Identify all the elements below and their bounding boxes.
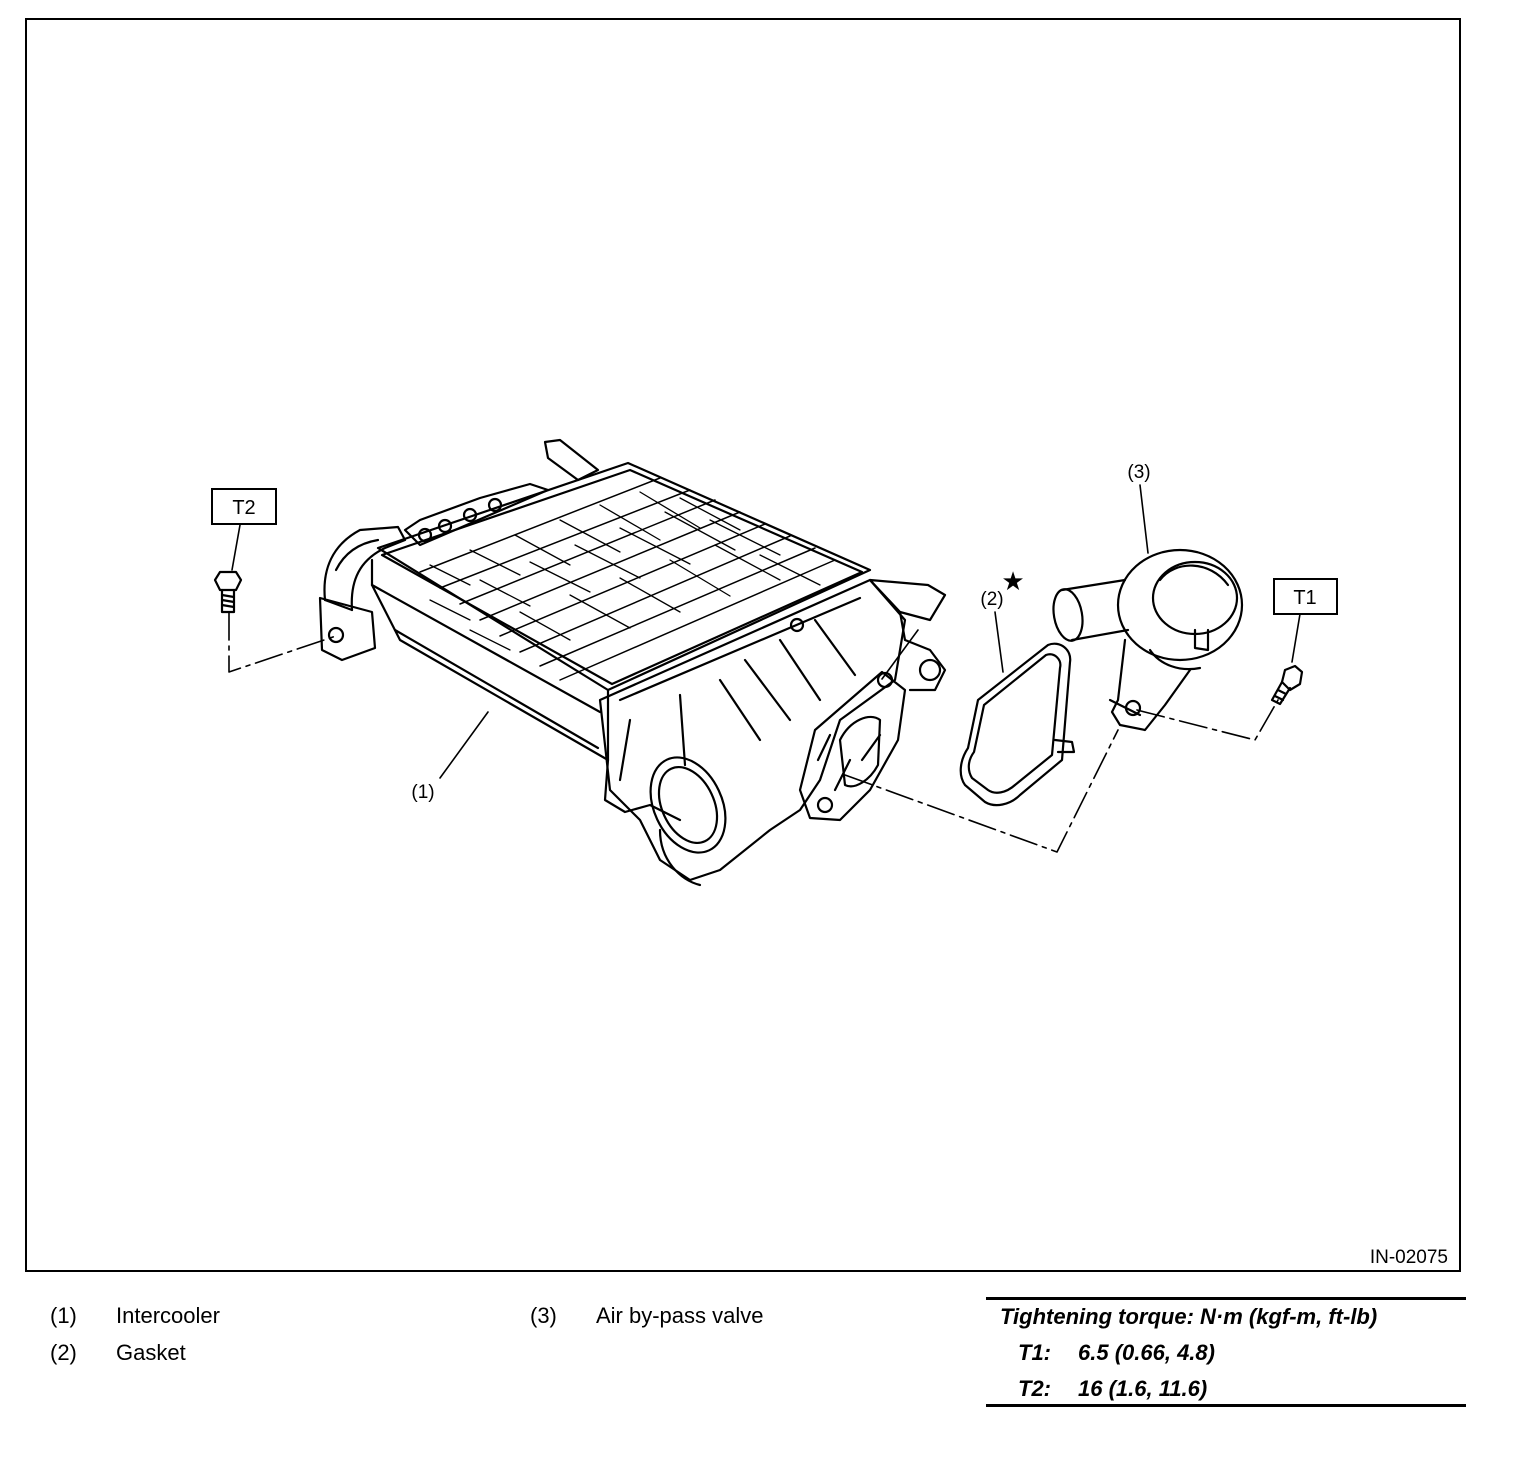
bypass-valve-callout: (3) — [1127, 462, 1150, 483]
figure-frame — [25, 18, 1461, 1272]
legend-num: (3) — [530, 1303, 557, 1328]
legend-item-2: (2) Gasket — [50, 1340, 186, 1366]
torque-row-label: T2: — [1018, 1376, 1051, 1401]
torque-row-t1: T1: 6.5 (0.66, 4.8) — [1018, 1340, 1215, 1366]
torque-row-value: 16 (1.6, 11.6) — [1078, 1376, 1208, 1401]
t1-label-box — [1273, 578, 1338, 615]
star-symbol: ★ — [1001, 566, 1024, 596]
intercooler-callout: (1) — [411, 782, 434, 803]
bolt-t1 — [1270, 664, 1304, 706]
t1-callout: T1 — [1293, 587, 1316, 609]
gasket — [959, 642, 1076, 807]
air-bypass-valve — [1052, 548, 1244, 732]
legend-num: (1) — [50, 1303, 77, 1328]
legend-label: Gasket — [116, 1340, 186, 1365]
torque-title: Tightening torque: N·m (kgf-m, ft-lb) — [1000, 1304, 1378, 1329]
torque-row-t2: T2: 16 (1.6, 11.6) — [1018, 1376, 1207, 1402]
legend-label: Air by-pass valve — [596, 1303, 764, 1328]
legend-item-1: (1) Intercooler — [50, 1303, 220, 1329]
intercooler — [318, 438, 947, 887]
gasket-callout: (2) — [980, 589, 1003, 610]
torque-row-value: 6.5 (0.66, 4.8) — [1078, 1340, 1215, 1365]
t2-label-box — [211, 488, 277, 525]
legend-label: Intercooler — [116, 1303, 220, 1328]
legend-num: (2) — [50, 1340, 77, 1365]
torque-table: Tightening torque: N·m (kgf-m, ft-lb) T1… — [986, 1297, 1466, 1407]
figure-code: IN-02075 — [1370, 1247, 1448, 1268]
torque-row-label: T1: — [1018, 1340, 1051, 1365]
t2-callout: T2 — [232, 497, 255, 519]
legend-item-3: (3) Air by-pass valve — [530, 1303, 764, 1329]
bolt-t2 — [213, 570, 243, 614]
